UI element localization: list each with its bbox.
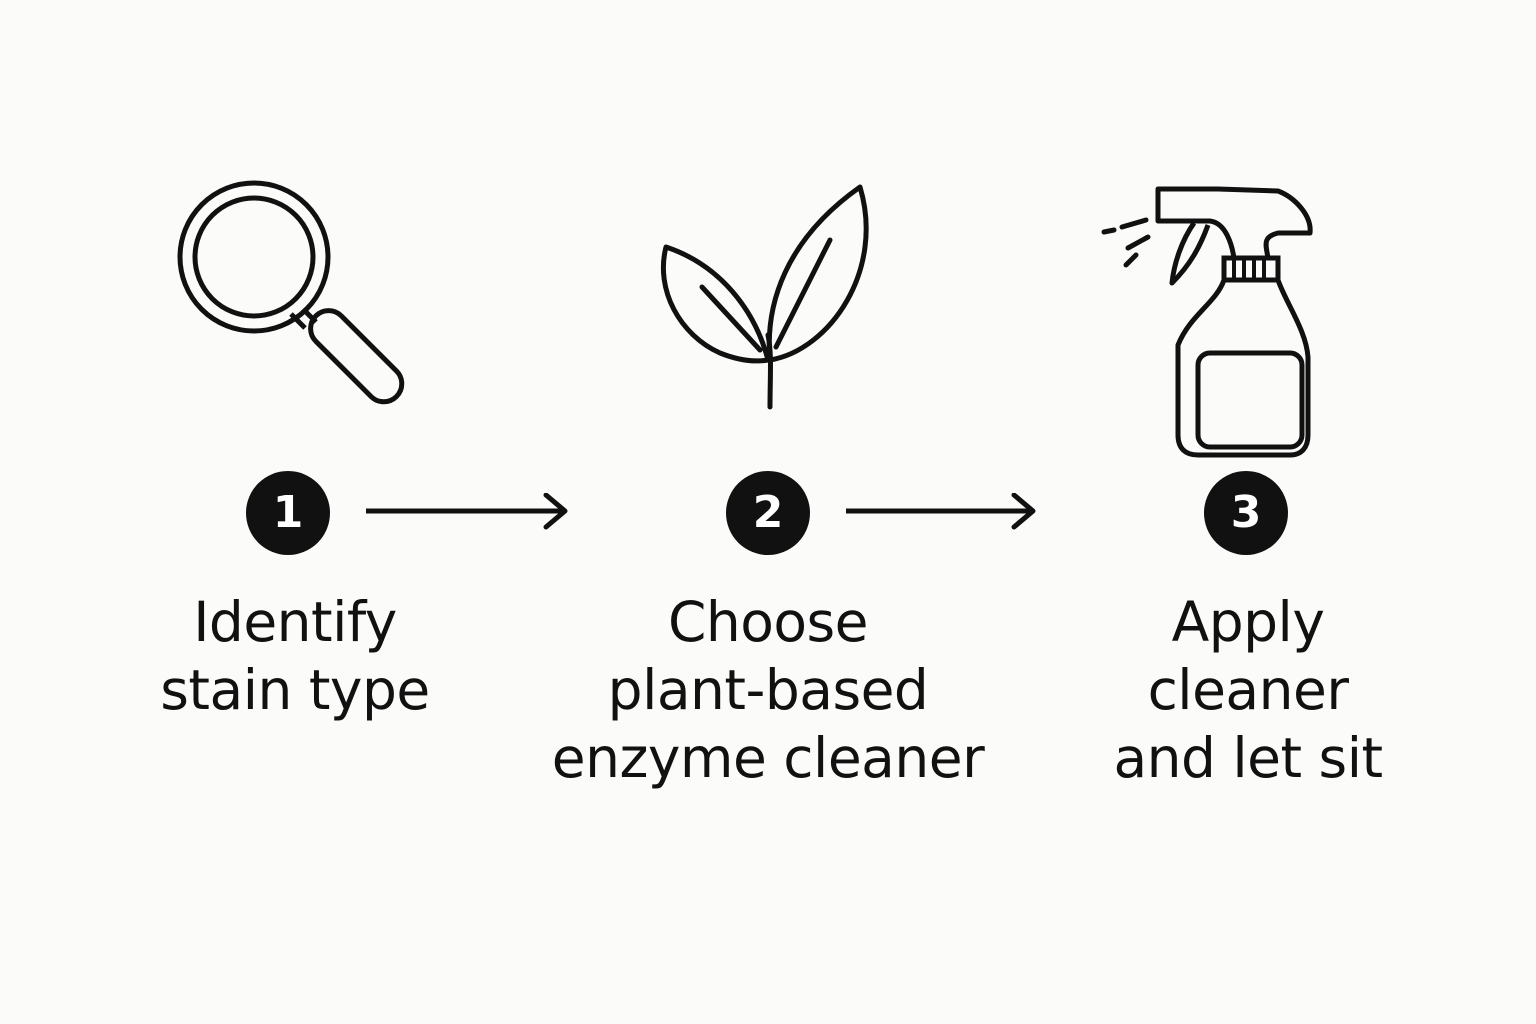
step-3-label-line: Apply	[1171, 590, 1325, 654]
arrow-right-icon	[363, 492, 572, 537]
magnifying-glass-icon	[170, 180, 410, 425]
step-3-badge: 3	[1204, 471, 1288, 555]
arrow-right-icon	[843, 492, 1042, 537]
spray-bottle-icon	[1098, 185, 1318, 460]
step-2-badge: 2	[726, 471, 810, 555]
step-1-badge: 1	[246, 471, 330, 555]
leaf-sprout-icon	[660, 184, 880, 415]
step-2-label: Choose plant-based enzyme cleaner	[528, 588, 1008, 792]
step-1-label: Identify stain type	[55, 588, 535, 724]
step-3-label: Apply cleaner and let sit	[1008, 588, 1488, 792]
step-3-label-line: and let sit	[1113, 726, 1383, 790]
step-2-label-line: enzyme cleaner	[551, 726, 985, 790]
step-3-label-line: cleaner	[1147, 658, 1349, 722]
step-2-label-line: Choose	[667, 590, 869, 654]
step-1-label-line: stain type	[160, 658, 430, 722]
step-2-label-line: plant-based	[607, 658, 929, 722]
step-1-label-line: Identify	[193, 590, 397, 654]
